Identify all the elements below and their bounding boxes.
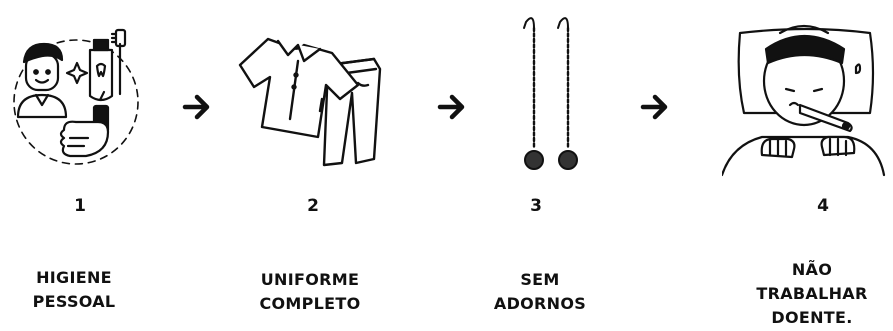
step-3-label: SEM ADORNOS xyxy=(455,268,625,316)
step-4-label: NÃO TRABALHAR DOENTE. xyxy=(727,258,893,330)
step-4-label-line-3: DOENTE. xyxy=(771,308,853,327)
arrow-right-icon xyxy=(640,94,668,120)
hygiene-icon xyxy=(13,28,139,165)
step-2-number: 2 xyxy=(307,196,319,216)
step-2-label-line-1: UNIFORME xyxy=(260,270,360,289)
uniform-icon xyxy=(238,37,382,167)
step-2-label: UNIFORME COMPLETO xyxy=(225,268,395,316)
arrow-right-icon xyxy=(437,94,465,120)
step-1-number: 1 xyxy=(74,196,86,216)
step-2-label-line-2: COMPLETO xyxy=(259,294,361,313)
step-3-number: 3 xyxy=(530,196,542,216)
step-3-label-line-2: ADORNOS xyxy=(493,294,587,313)
step-1-label-line-2: PESSOAL xyxy=(32,292,116,311)
arrow-right-icon xyxy=(182,94,210,120)
earrings-icon xyxy=(523,17,578,170)
step-4-label-line-1: NÃO xyxy=(791,260,833,279)
sick-person-icon xyxy=(722,24,886,177)
step-4-label-line-2: TRABALHAR xyxy=(756,284,868,303)
step-1-label: HIGIENE PESSOAL xyxy=(0,266,159,314)
step-1-label-line-1: HIGIENE xyxy=(36,268,112,287)
step-3-label-line-1: SEM xyxy=(520,270,560,289)
step-4-number: 4 xyxy=(817,196,829,216)
